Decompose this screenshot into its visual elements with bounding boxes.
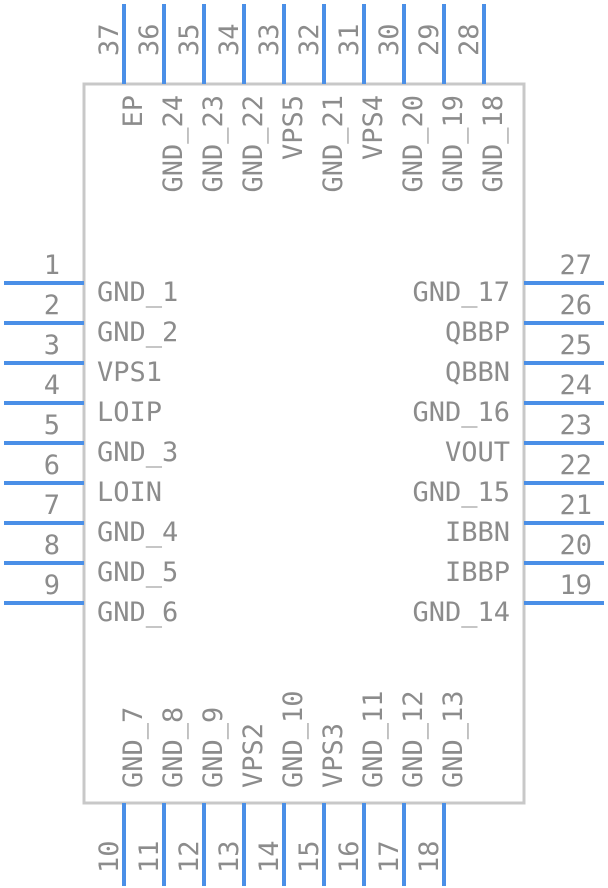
pin-1-name: GND_1 [97, 277, 178, 308]
pin-32-name: GND_21 [318, 95, 349, 193]
pin-19-number: 19 [559, 570, 592, 601]
pin-17-name: GND_12 [398, 690, 429, 788]
pin-26-name: QBBP [445, 317, 510, 348]
pin-25-name: QBBN [445, 357, 510, 388]
pin-29-number: 29 [414, 23, 445, 56]
pin-33-number: 33 [254, 23, 285, 56]
pin-20-name: IBBP [445, 557, 510, 588]
labels-layer: 1GND_12GND_23VPS14LOIP5GND_36LOIN7GND_48… [44, 23, 592, 873]
pin-23-number: 23 [559, 410, 592, 441]
pin-27-number: 27 [559, 250, 592, 281]
pin-27-name: GND_17 [412, 277, 510, 308]
pin-3-number: 3 [44, 330, 60, 361]
pin-36-number: 36 [134, 23, 165, 56]
pin-6-number: 6 [44, 450, 60, 481]
pin-10-name: GND_7 [118, 707, 149, 788]
pin-23-name: VOUT [445, 437, 510, 468]
pin-13-number: 13 [214, 840, 245, 873]
pin-34-name: GND_22 [238, 95, 269, 193]
pin-24-name: GND_16 [412, 397, 510, 428]
pin-16-name: GND_11 [358, 690, 389, 788]
pin-22-name: GND_15 [412, 477, 510, 508]
pin-37-name: EP [118, 95, 149, 128]
pin-11-number: 11 [134, 840, 165, 873]
pin-18-name: GND_13 [438, 690, 469, 788]
pin-10-number: 10 [94, 840, 125, 873]
component-body [82, 82, 526, 805]
pin-12-name: GND_9 [198, 707, 229, 788]
pin-36-name: GND_24 [158, 95, 189, 193]
pin-7-name: GND_4 [97, 517, 178, 548]
pin-35-name: GND_23 [198, 95, 229, 193]
pin-12-number: 12 [174, 840, 205, 873]
pin-7-number: 7 [44, 490, 60, 521]
pin-2-name: GND_2 [97, 317, 178, 348]
pins-layer [4, 4, 604, 886]
pin-19-name: GND_14 [412, 597, 510, 628]
pin-14-number: 14 [254, 840, 285, 873]
pin-2-number: 2 [44, 290, 60, 321]
pin-18-number: 18 [414, 840, 445, 873]
pin-8-number: 8 [44, 530, 60, 561]
pin-26-number: 26 [559, 290, 592, 321]
pin-6-name: LOIN [97, 477, 162, 508]
pin-14-name: GND_10 [278, 690, 309, 788]
pin-9-name: GND_6 [97, 597, 178, 628]
pin-28-number: 28 [454, 23, 485, 56]
pin-1-number: 1 [44, 250, 60, 281]
pin-13-name: VPS2 [238, 723, 269, 788]
pin-30-name: GND_20 [398, 95, 429, 193]
pin-28-name: GND_18 [478, 95, 509, 193]
pin-35-number: 35 [174, 23, 205, 56]
pin-16-number: 16 [334, 840, 365, 873]
pin-25-number: 25 [559, 330, 592, 361]
pin-11-name: GND_8 [158, 707, 189, 788]
pin-29-name: GND_19 [438, 95, 469, 193]
pin-24-number: 24 [559, 370, 592, 401]
pin-21-number: 21 [559, 490, 592, 521]
pin-20-number: 20 [559, 530, 592, 561]
pin-21-name: IBBN [445, 517, 510, 548]
pin-3-name: VPS1 [97, 357, 162, 388]
pin-9-number: 9 [44, 570, 60, 601]
pin-15-number: 15 [294, 840, 325, 873]
pin-22-number: 22 [559, 450, 592, 481]
pin-30-number: 30 [374, 23, 405, 56]
pin-33-name: VPS5 [278, 95, 309, 160]
pin-15-name: VPS3 [318, 723, 349, 788]
pin-31-name: VPS4 [358, 95, 389, 160]
pin-4-name: LOIP [97, 397, 162, 428]
pin-17-number: 17 [374, 840, 405, 873]
pin-34-number: 34 [214, 23, 245, 56]
pin-31-number: 31 [334, 23, 365, 56]
pin-8-name: GND_5 [97, 557, 178, 588]
pin-37-number: 37 [94, 23, 125, 56]
pin-4-number: 4 [44, 370, 60, 401]
pin-32-number: 32 [294, 23, 325, 56]
pin-5-name: GND_3 [97, 437, 178, 468]
pin-5-number: 5 [44, 410, 60, 441]
